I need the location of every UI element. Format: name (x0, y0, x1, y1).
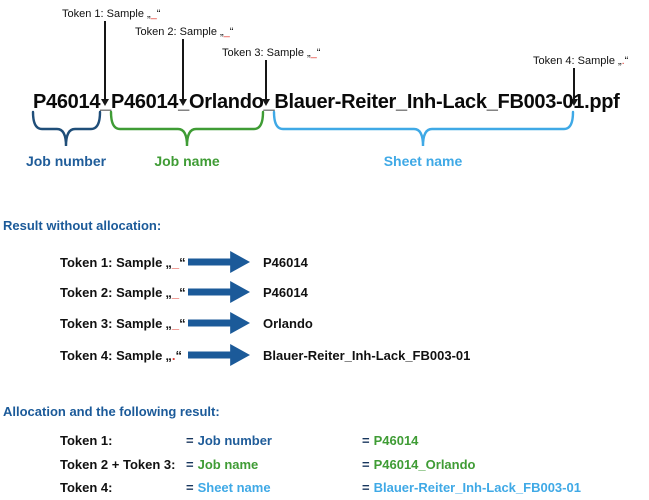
segment-braces (31, 110, 575, 147)
open-quote: „ (306, 47, 311, 59)
value-text: Blauer-Reiter_Inh-Lack_FB003-01 (373, 480, 581, 495)
open-quote: „ (219, 26, 224, 38)
token-3-pointer-line (265, 60, 267, 99)
open-quote: „ (165, 285, 172, 300)
token-4-callout: Token 4: Sample„.“ (533, 55, 628, 67)
token-4-pointer-arrow-icon (570, 99, 578, 106)
sheet-name-brace (272, 110, 575, 147)
value-text: P46014 (373, 433, 419, 448)
row-label-text: Token 2: Sample (60, 285, 163, 300)
close-quote: “ (179, 316, 186, 331)
open-quote: „ (165, 316, 172, 331)
equals-sign: = (186, 480, 194, 495)
allocation-section-heading: Allocation and the following result: (3, 404, 220, 419)
row-label-text: Token 3: Sample (60, 316, 163, 331)
open-quote: „ (146, 8, 151, 20)
result-row-value: P46014 (263, 285, 308, 300)
token-2-pointer-arrow-icon (179, 99, 187, 106)
token-2-callout: Token 2: Sample„_“ (135, 26, 233, 38)
token-1-sample-char: _ (150, 8, 157, 20)
result-row-label: Token 4: Sample„.“ (60, 348, 182, 363)
row-sample-char: _ (171, 316, 180, 331)
result-row-label: Token 1: Sample„_“ (60, 255, 186, 270)
right-arrow-icon (188, 344, 250, 366)
row-label-text: Token 4: Sample (60, 348, 163, 363)
row-sample-char: . (171, 348, 176, 363)
filename-text: P46014_P46014_Orlando_Blauer-Reiter_Inh-… (33, 91, 620, 113)
allocation-token: Token 4: (60, 480, 113, 495)
field-text: Job name (197, 457, 259, 472)
result-row-label: Token 3: Sample„_“ (60, 316, 186, 331)
job-name-label: Job name (154, 153, 220, 169)
open-quote: „ (165, 255, 172, 270)
token-1-pointer-arrow-icon (101, 99, 109, 106)
allocation-value: =Blauer-Reiter_Inh-Lack_FB003-01 (362, 480, 581, 495)
close-quote: “ (316, 47, 321, 59)
right-arrow-icon (188, 312, 250, 334)
token-2-pointer-line (182, 39, 184, 99)
open-quote: „ (617, 55, 622, 67)
close-quote: “ (229, 26, 234, 38)
close-quote: “ (179, 255, 186, 270)
equals-sign: = (362, 457, 370, 472)
row-sample-char: _ (171, 255, 180, 270)
allocation-field: =Sheet name (186, 480, 271, 495)
token-3-label: Token 3: Sample (222, 47, 304, 59)
allocation-token: Token 2 + Token 3: (60, 457, 176, 472)
job-number-brace (31, 110, 102, 147)
token-1-label: Token 1: Sample (62, 8, 144, 20)
allocation-value: =P46014_Orlando (362, 457, 475, 472)
equals-sign: = (186, 457, 194, 472)
token-3-sample-char: _ (310, 47, 317, 59)
open-quote: „ (165, 348, 172, 363)
allocation-field: =Job name (186, 457, 258, 472)
equals-sign: = (362, 480, 370, 495)
token-3-pointer-arrow-icon (262, 99, 270, 106)
result-section-heading: Result without allocation: (3, 218, 162, 233)
token-3-callout: Token 3: Sample„_“ (222, 47, 320, 59)
field-text: Sheet name (197, 480, 271, 495)
token-4-label: Token 4: Sample (533, 55, 615, 67)
result-row-value: Blauer-Reiter_Inh-Lack_FB003-01 (263, 348, 471, 363)
job-name-brace (109, 110, 265, 147)
close-quote: “ (624, 55, 629, 67)
equals-sign: = (362, 433, 370, 448)
token-2-sample-char: _ (223, 26, 230, 38)
result-row-value: P46014 (263, 255, 308, 270)
token-4-pointer-line (573, 68, 575, 99)
allocation-value: =P46014 (362, 433, 418, 448)
allocation-token: Token 1: (60, 433, 113, 448)
result-row-value: Orlando (263, 316, 313, 331)
right-arrow-icon (188, 281, 250, 303)
token-4-sample-char: . (621, 55, 625, 67)
value-text: P46014_Orlando (373, 457, 476, 472)
field-text: Job number (197, 433, 272, 448)
result-row-label: Token 2: Sample„_“ (60, 285, 186, 300)
token-1-callout: Token 1: Sample„_“ (62, 8, 160, 20)
row-label-text: Token 1: Sample (60, 255, 163, 270)
row-sample-char: _ (171, 285, 180, 300)
equals-sign: = (186, 433, 194, 448)
close-quote: “ (156, 8, 161, 20)
job-number-label: Job number (25, 153, 107, 169)
token-2-label: Token 2: Sample (135, 26, 217, 38)
close-quote: “ (175, 348, 182, 363)
token-1-pointer-line (104, 21, 106, 99)
sheet-name-label: Sheet name (383, 153, 463, 169)
right-arrow-icon (188, 251, 250, 273)
allocation-field: =Job number (186, 433, 272, 448)
close-quote: “ (179, 285, 186, 300)
